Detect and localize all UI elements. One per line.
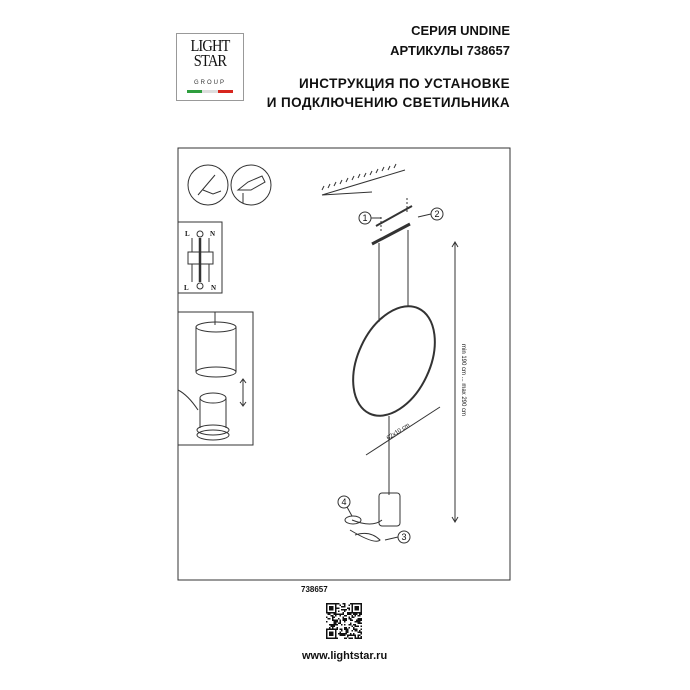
wire-label-l-bottom: L (184, 284, 189, 292)
ring-dimension-arrow (365, 406, 441, 456)
canopy-bar (371, 222, 411, 246)
callout-2: 2 (434, 209, 439, 219)
logo-text-star: STAR (193, 51, 227, 70)
height-dimension-arrow (451, 241, 459, 523)
callout-3: 3 (401, 532, 406, 542)
ring-dimension-label: 62x10 cm (386, 423, 411, 442)
callout-1: 1 (362, 213, 367, 223)
qr-code (326, 603, 362, 639)
drill-icon (230, 164, 272, 206)
footer-article: 738657 (301, 585, 328, 594)
instruction-title-line2: И ПОДКЛЮЧЕНИЮ СВЕТИЛЬНИКА (266, 95, 510, 110)
drill-glyph (236, 175, 266, 203)
callout-4: 4 (341, 497, 346, 507)
ring-luminaire (352, 305, 436, 417)
floor-base-weight (378, 492, 401, 527)
ceiling-plate (321, 169, 406, 196)
wire-label-l-top: L (185, 230, 190, 238)
base-connector (199, 392, 227, 404)
mounting-bracket (375, 205, 413, 227)
website-link[interactable]: www.lightstar.ru (302, 650, 388, 662)
up-down-arrow-icon (239, 378, 247, 407)
instruction-title-line1: ИНСТРУКЦИЯ ПО УСТАНОВКЕ (299, 76, 510, 91)
wire-label-n-top: N (210, 230, 215, 238)
italian-flag-stripe (187, 90, 233, 93)
logo-text-group: GROUP (193, 80, 226, 86)
logo-text-light: LIGHT (190, 36, 230, 55)
wiring-diagram-box (177, 221, 223, 294)
screwdriver-icon (187, 164, 229, 206)
height-dimension-label: min 190 cm ... max 290 cm (460, 344, 466, 416)
series-title: СЕРИЯ UNDINE (411, 23, 510, 38)
screwdriver-glyph (197, 174, 222, 196)
wire-label-n-bottom: N (211, 284, 216, 292)
article-numbers: АРТИКУЛЫ 738657 (390, 43, 510, 58)
power-cable (349, 519, 383, 542)
foot-switch (344, 515, 362, 525)
